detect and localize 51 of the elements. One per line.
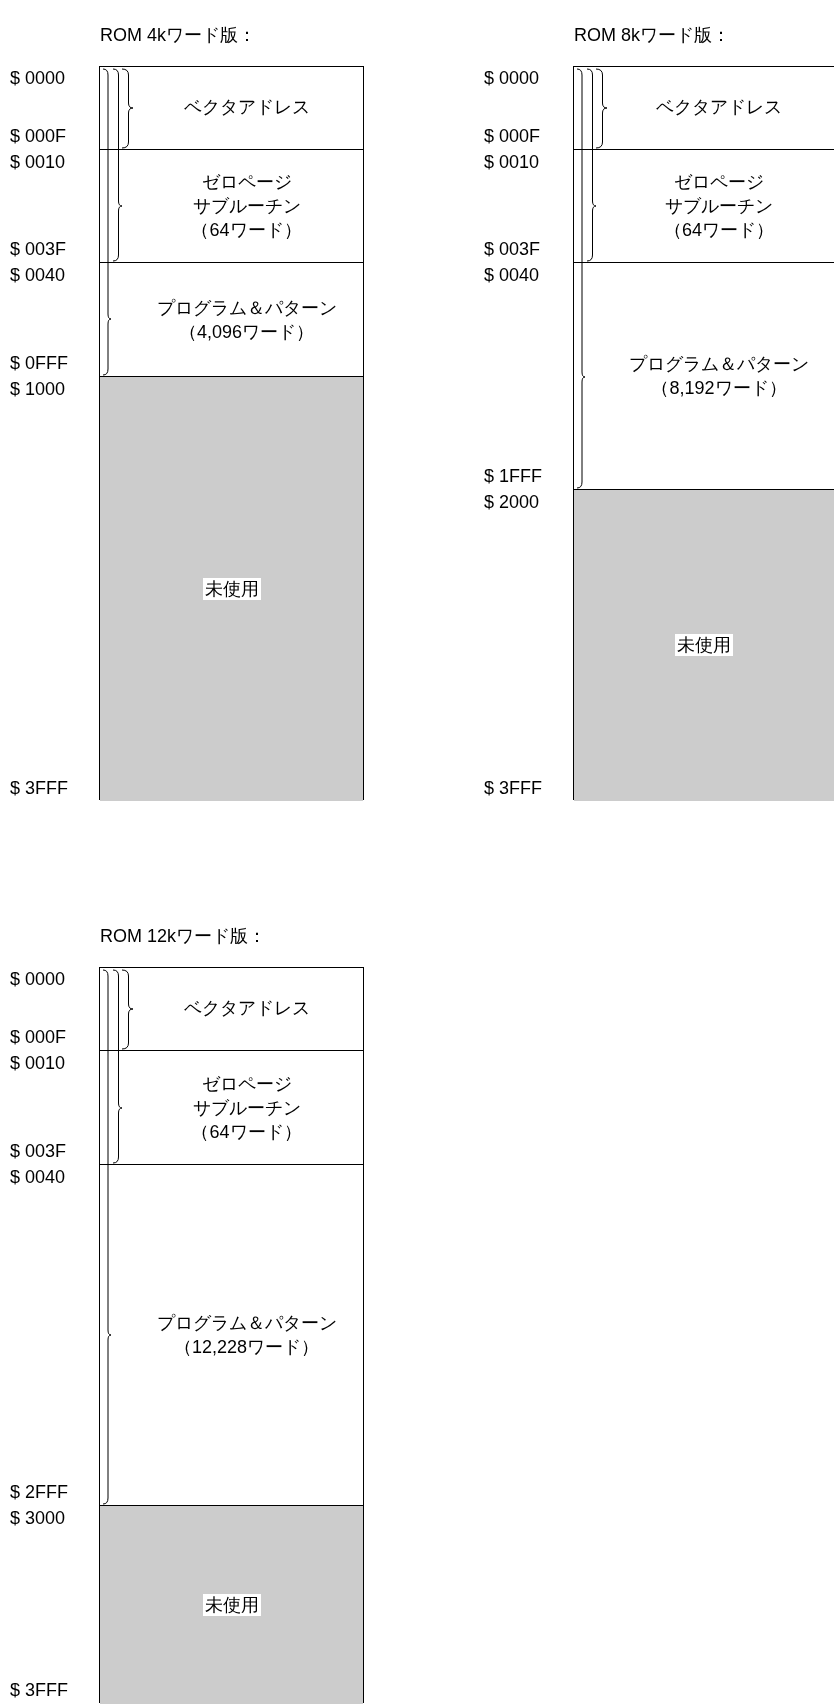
address-label: $ 0040 — [484, 265, 540, 285]
segment-label: プログラム＆パターン — [156, 296, 337, 320]
address-label: $ 000F — [484, 126, 541, 146]
segment-label: サブルーチン — [192, 1096, 301, 1120]
address-label: $ 0010 — [484, 152, 540, 172]
address-label: $ 003F — [484, 239, 541, 259]
address-label: $ 2FFF — [10, 1482, 68, 1502]
segment-label: ゼロページ — [201, 1072, 292, 1096]
address-label: $ 0000 — [484, 68, 540, 88]
unused-segment — [100, 375, 363, 801]
map-heading: ROM 12kワード版： — [100, 925, 267, 948]
address-label: $ 3FFF — [10, 778, 68, 798]
segment-label: （64ワード） — [664, 219, 774, 243]
segment-label: ゼロページ — [674, 171, 764, 195]
segment-label: ベクタアドレス — [656, 96, 782, 119]
segment-label: （4,096ワード） — [178, 320, 314, 344]
segment-label: （64ワード） — [191, 1120, 302, 1144]
address-label: $ 3000 — [10, 1508, 66, 1528]
address-label: $ 2000 — [484, 492, 540, 512]
address-label: $ 3FFF — [10, 1680, 68, 1700]
segment-label: 未使用 — [675, 634, 733, 657]
address-label: $ 0040 — [10, 265, 66, 285]
address-label: $ 0000 — [10, 68, 66, 88]
map-heading: ROM 4kワード版： — [100, 24, 256, 47]
address-label: $ 003F — [10, 1141, 67, 1161]
address-label: $ 000F — [10, 126, 67, 146]
segment-label: ベクタアドレス — [183, 997, 310, 1020]
map-heading: ROM 8kワード版： — [574, 24, 730, 47]
segment-label: プログラム＆パターン — [156, 1312, 337, 1336]
address-label: $ 000F — [10, 1027, 67, 1047]
address-label: $ 003F — [10, 239, 67, 259]
segment-label: （12,228ワード） — [173, 1336, 320, 1360]
address-label: $ 0000 — [10, 969, 66, 989]
address-label: $ 1000 — [10, 379, 66, 399]
address-label: $ 0010 — [10, 1053, 66, 1073]
segment-label: サブルーチン — [665, 195, 773, 219]
address-label: $ 1FFF — [484, 466, 542, 486]
segment-label: プログラム＆パターン — [629, 353, 809, 377]
address-label: $ 0FFF — [10, 353, 68, 373]
segment-label: 未使用 — [202, 1593, 261, 1616]
unused-segment — [574, 488, 834, 801]
segment-label: （64ワード） — [191, 219, 302, 243]
segment-label: ベクタアドレス — [183, 96, 310, 119]
address-label: $ 0040 — [10, 1167, 66, 1187]
segment-label: ゼロページ — [201, 171, 292, 195]
address-label: $ 0010 — [10, 152, 66, 172]
segment-label: （8,192ワード） — [651, 377, 787, 401]
segment-label: 未使用 — [202, 577, 261, 600]
segment-label: サブルーチン — [192, 195, 301, 219]
address-label: $ 3FFF — [484, 778, 542, 798]
unused-segment — [100, 1504, 363, 1704]
